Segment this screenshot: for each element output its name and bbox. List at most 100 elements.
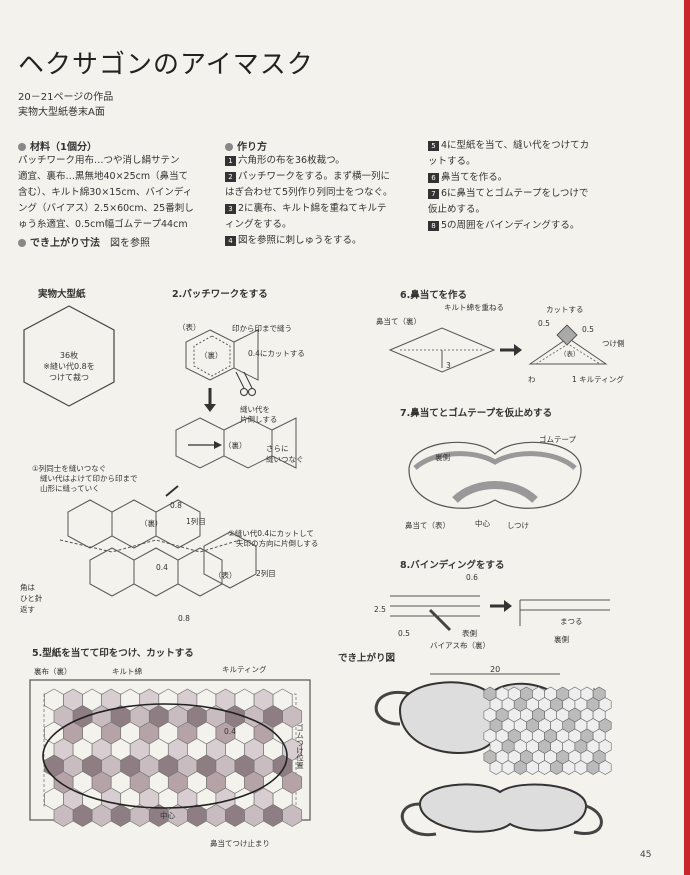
- row-label: 1列目: [186, 516, 206, 526]
- annotation: しつけ: [507, 521, 529, 530]
- annotation: ②縫い代0.4にカットして: [228, 528, 314, 538]
- subtitle-line: 20－21ページの作品: [18, 92, 114, 103]
- rubber-band: [573, 804, 603, 835]
- center-label: 中心: [160, 810, 175, 820]
- annotation: カットする: [546, 305, 584, 314]
- size-heading: でき上がり寸法: [30, 238, 100, 249]
- arrow-icon: [204, 404, 216, 412]
- step-text: ィングをする。: [225, 219, 292, 230]
- annotation: 返す: [20, 605, 35, 614]
- annotation: 1 キルティング: [572, 374, 624, 384]
- ura-label: （裏）: [140, 518, 163, 528]
- bullet-icon: [18, 239, 26, 247]
- subtitle-line: 実物大型紙巻末A面: [18, 107, 105, 118]
- omote-label: （表）: [178, 322, 201, 332]
- annotation: まつる: [560, 617, 583, 626]
- step-text: 5の周囲をバインディングする。: [441, 220, 580, 231]
- arrow-icon: [165, 485, 179, 497]
- patchwork-diagram: （表） （裏） 印から印まで縫う 0.4にカットする 縫い代を 片倒しする （裏…: [20, 322, 318, 623]
- nose-title: 6.鼻当てを作る: [400, 290, 468, 301]
- step-line: ットする。: [428, 154, 618, 170]
- binding-title: 8.バインディングをする: [400, 560, 505, 571]
- measurement: 0.8: [178, 614, 190, 623]
- step-number-icon: 2: [225, 172, 236, 182]
- hexagon-shape: [177, 547, 223, 597]
- materials-line: ゅう糸適宜、0.5cm幅ゴムテープ44cm: [18, 219, 188, 230]
- seam-line: [59, 539, 241, 553]
- step-text: はぎ合わせて5列作り列同士をつなぐ。: [225, 187, 393, 198]
- hexagon-grid: [44, 688, 303, 827]
- annotation: キルト綿: [112, 666, 142, 676]
- step-text: 4に型紙を当て、縫い代をつけてカ: [441, 140, 590, 151]
- measurement: 2.5: [374, 605, 386, 614]
- annotation: 片倒しする: [240, 414, 277, 424]
- annotation: 矢印の方向に片倒しする: [236, 538, 318, 548]
- size-text: 図を参照: [110, 238, 150, 249]
- annotation: 鼻当てつけ止まり: [210, 838, 270, 848]
- annotation: ゴムテープ: [539, 434, 577, 444]
- measurement: 0.4: [224, 727, 236, 736]
- annotation: 0.4にカットする: [248, 349, 305, 358]
- measurement: 3: [446, 361, 451, 370]
- annotation: キルティング: [222, 664, 267, 674]
- step-number-icon: 3: [225, 204, 236, 214]
- annotation: ゴムつけ位置: [295, 723, 304, 770]
- bias-strip: [428, 608, 452, 632]
- annotation: 鼻当て（表）: [405, 520, 450, 530]
- annotation: 縫い代はよけて印から印まで: [40, 473, 138, 483]
- nose-shape: [388, 327, 496, 373]
- step-text: 2に裏布、キルト綿を重ねてキルテ: [238, 203, 387, 214]
- annotation: 裏側: [554, 634, 569, 644]
- step-text: 鼻当てを作る。: [441, 172, 508, 183]
- materials-line: 適宜、裏布…黒無地40×25cm（鼻当て: [18, 171, 189, 182]
- annotation: 鼻当て（裏）: [376, 316, 421, 326]
- rubber-title: 7.鼻当てとゴムテープを仮止めする: [400, 408, 553, 419]
- annotation: 縫いつなぐ: [266, 454, 304, 464]
- pattern-title: 実物大型紙: [38, 289, 86, 300]
- annotation: キルト綿を重ねる: [444, 302, 504, 312]
- arrow-icon: [214, 441, 222, 449]
- finished-diagram: 20 9: [374, 665, 612, 837]
- annotation: わ: [528, 375, 536, 384]
- annotation: 山形に縫っていく: [40, 483, 100, 493]
- scissors-icon: [235, 371, 256, 396]
- materials-line: 含む）、キルト綿30×15cm、バインディ: [18, 187, 193, 198]
- nose-piece: [452, 481, 538, 504]
- layer-line: [520, 599, 610, 611]
- annotation: ひと針: [20, 593, 43, 603]
- step-line: はぎ合わせて5列作り列同士をつなぐ。: [225, 185, 405, 201]
- nose-diagram: キルト綿を重ねる 鼻当て（裏） カットする 0.5 0.5 つけ側 3 1 キル…: [376, 302, 625, 384]
- row-label: 2列目: [256, 568, 276, 578]
- bullet-icon: [225, 143, 233, 151]
- ura-label: （裏）: [224, 440, 247, 450]
- bullet-icon: [18, 143, 26, 151]
- measurement: 0.4: [156, 563, 168, 572]
- annotation: 裏側: [435, 452, 450, 462]
- cut-diagram: 裏布（裏） キルト綿 キルティング 0.4 ゴムつけ位置 中心 鼻当てつけ止まり: [29, 664, 311, 848]
- arrow-icon: [514, 344, 522, 356]
- ura-label: （裏）: [200, 350, 223, 360]
- annotation: バイアス布（裏）: [430, 640, 490, 650]
- annotation: 縫い代を: [240, 404, 270, 414]
- measurement: 0.5: [538, 319, 550, 328]
- hexagon-shape: [23, 305, 115, 407]
- annotation: 表側: [462, 628, 477, 638]
- step-number-icon: 6: [428, 173, 439, 183]
- measurement: 0.6: [466, 573, 478, 582]
- hexagon-shape: [282, 804, 303, 827]
- annotation: さらに: [266, 444, 289, 453]
- hexagon-pattern-diagram: 36枚 ※縫い代0.8を つけて裁つ: [23, 305, 115, 407]
- howto-heading: 作り方: [237, 142, 267, 153]
- hexagon-shape: [155, 499, 201, 549]
- hexagon-grid: [483, 686, 612, 775]
- pattern-label: 36枚: [60, 350, 78, 360]
- omote-label: （表）: [560, 349, 580, 358]
- hexagon-shape: [203, 531, 257, 589]
- materials-text: パッチワーク用布…つや消し絹サテン 適宜、裏布…黒無地40×25cm（鼻当て 含…: [18, 153, 218, 233]
- annotation: 裏布（裏）: [34, 666, 72, 676]
